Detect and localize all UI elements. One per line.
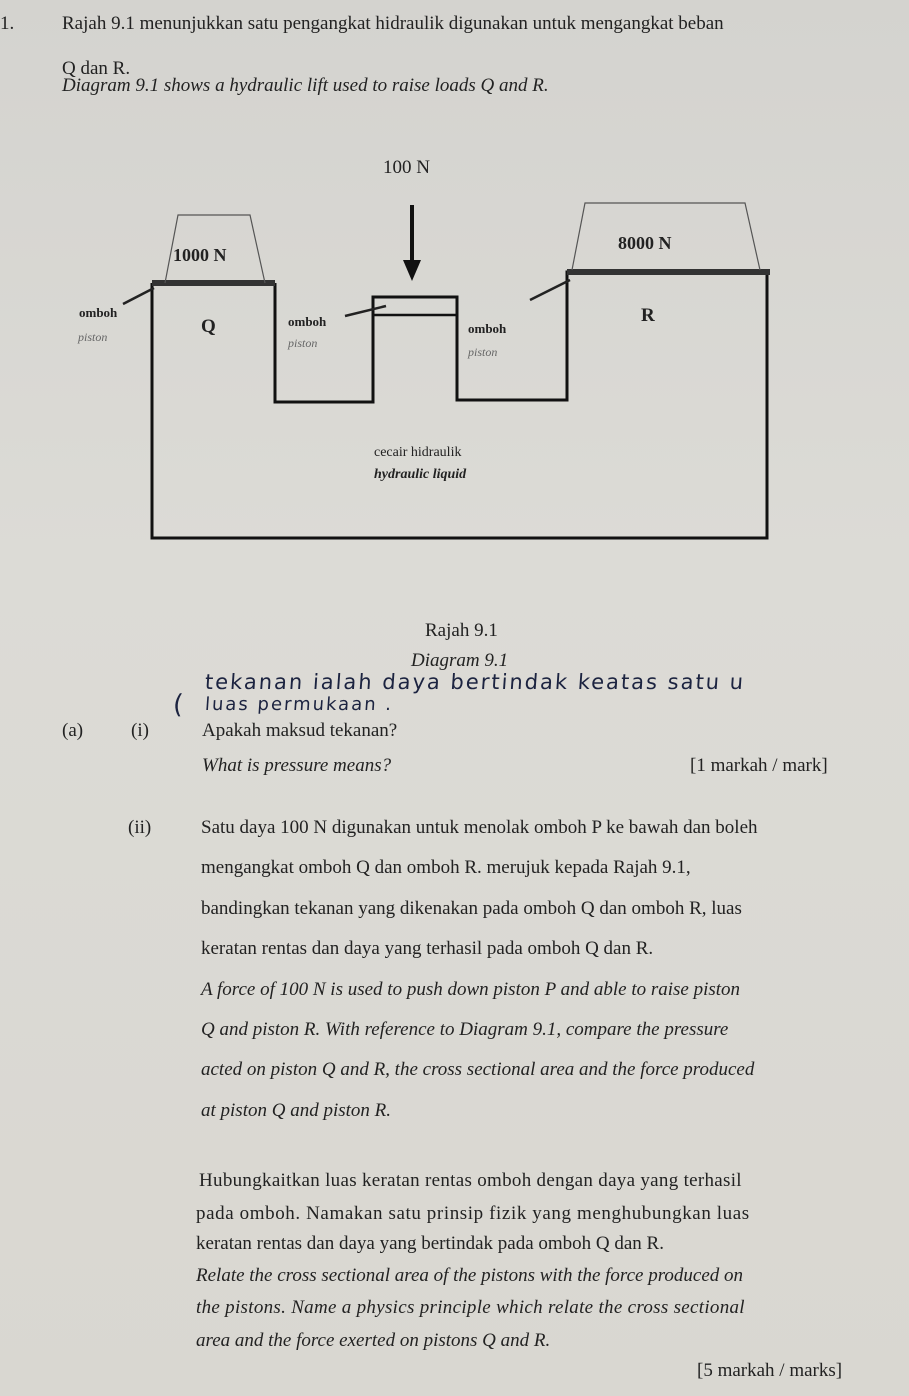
piston-r-label-en: piston	[468, 345, 498, 359]
pointer-p	[344, 304, 387, 318]
piston-q-label: Q	[201, 316, 216, 337]
part-a-i-question-en: What is pressure means?	[202, 755, 392, 776]
force-arrow-icon	[403, 205, 421, 281]
force-label: 100 N	[383, 157, 430, 178]
liquid-label-ms: cecair hidraulik	[374, 445, 462, 460]
para2-en-line2: the pistons. Name a physics principle wh…	[196, 1297, 745, 1318]
load-q	[164, 214, 266, 284]
para1-ms-line3: bandingkan tekanan yang dikenakan pada o…	[201, 898, 742, 919]
intro-ms-line1: Rajah 9.1 menunjukkan satu pengangkat hi…	[62, 13, 724, 34]
para1-en-line2: Q and piston R. With reference to Diagra…	[201, 1019, 729, 1040]
liquid-label-en: hydraulic liquid	[374, 467, 467, 482]
para1-ms-line1: Satu daya 100 N digunakan untuk menolak …	[201, 817, 758, 838]
part-a-label: (a)	[62, 720, 84, 741]
para2-en-line1: Relate the cross sectional area of the p…	[196, 1265, 744, 1286]
piston-p-label-en: piston	[288, 336, 318, 350]
part-a-ii-marks: [5 markah / marks]	[697, 1360, 843, 1381]
para2-ms-line2: pada omboh. Namakan satu prinsip fizik y…	[196, 1203, 750, 1224]
handwritten-answer-line1: tekanan ialah daya bertindak keatas satu…	[204, 670, 746, 694]
para1-ms-line2: mengangkat omboh Q dan omboh R. merujuk …	[201, 857, 691, 878]
load-r-label: 8000 N	[618, 233, 672, 253]
piston-q-label-ms: omboh	[79, 305, 118, 320]
pointer-r	[529, 278, 571, 302]
piston-q-label-en: piston	[78, 330, 108, 344]
handwritten-bracket: (	[171, 690, 187, 720]
handwritten-answer-line2: luas permukaan .	[204, 694, 394, 715]
para2-ms-line3: keratan rentas dan daya yang bertindak p…	[196, 1233, 664, 1254]
hydraulic-lift-diagram	[122, 202, 770, 540]
piston-r-label-ms: omboh	[468, 321, 507, 336]
pointer-q	[122, 286, 155, 306]
question-number: 1.	[0, 13, 15, 34]
caption-en: Diagram 9.1	[411, 650, 509, 671]
para1-en-line4: at piston Q and piston R.	[201, 1100, 392, 1121]
container-outline	[150, 270, 769, 540]
para1-en-line3: acted on piston Q and R, the cross secti…	[201, 1059, 755, 1080]
part-a-ii-label: (ii)	[128, 817, 152, 838]
para2-en-line3: area and the force exerted on pistons Q …	[196, 1330, 551, 1351]
para2-ms-line1: Hubungkaitkan luas keratan rentas omboh …	[199, 1170, 742, 1191]
caption-ms: Rajah 9.1	[425, 620, 498, 641]
intro-en: Diagram 9.1 shows a hydraulic lift used …	[62, 75, 549, 96]
para1-en-line1: A force of 100 N is used to push down pi…	[201, 979, 741, 1000]
load-r	[571, 202, 761, 271]
part-a-i-question-ms: Apakah maksud tekanan?	[202, 720, 398, 741]
piston-p	[371, 295, 459, 317]
piston-r-label: R	[641, 305, 655, 326]
part-a-i-marks: [1 markah / mark]	[690, 755, 828, 776]
part-a-i-label: (i)	[131, 720, 149, 741]
load-q-label: 1000 N	[173, 245, 227, 265]
piston-p-label-ms: omboh	[288, 314, 327, 329]
para1-ms-line4: keratan rentas dan daya yang terhasil pa…	[201, 938, 654, 959]
intro-ms-line2: Q dan R.	[62, 58, 131, 79]
